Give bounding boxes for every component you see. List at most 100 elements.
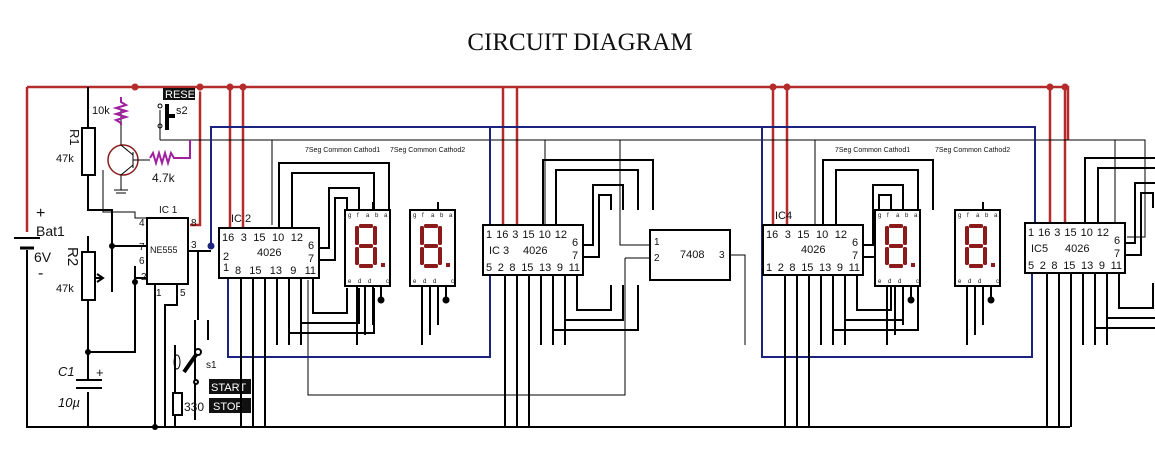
segment-pin-label: d — [898, 279, 901, 285]
segment — [983, 226, 987, 245]
segment-pin-label: g — [413, 213, 416, 219]
ic-name: IC 3 — [489, 245, 509, 257]
segment — [969, 244, 983, 248]
s2-label: s2 — [176, 105, 188, 117]
pin-label: 13 — [819, 262, 831, 274]
pin-label: 6 — [308, 240, 314, 252]
pin-label: 6 — [852, 237, 858, 249]
start-button[interactable]: START — [209, 379, 251, 394]
ic1-ne555: IC 1 NE555 4 7 6 2 8 3 1 5 — [139, 205, 197, 299]
ic-part: 4026 — [801, 244, 825, 256]
pin-label: 16 — [1038, 227, 1050, 239]
segment-pin-label: c — [996, 279, 999, 285]
pin-label: 15 — [797, 229, 809, 241]
r2-label: R2 — [64, 247, 81, 266]
segment — [903, 247, 907, 265]
battery-name: Bat1 — [36, 223, 65, 239]
segment — [355, 226, 359, 245]
segment-pin-label: b — [985, 213, 989, 219]
segment — [983, 247, 987, 265]
ic-part: 4026 — [523, 245, 547, 257]
gate-out: 3 — [719, 250, 725, 261]
pin-label: 2 — [778, 262, 784, 274]
segment — [424, 264, 438, 268]
resistor-4k7 — [149, 140, 191, 167]
pin-label: 1 — [486, 229, 492, 241]
segment — [420, 247, 424, 265]
pin-label: 15 — [253, 232, 265, 244]
svg-text:4: 4 — [139, 218, 145, 229]
pin-label: 2 — [1040, 260, 1046, 272]
segment — [969, 224, 983, 228]
segment — [438, 247, 442, 265]
transistor — [107, 110, 150, 194]
segment — [438, 226, 442, 245]
segment — [359, 224, 373, 228]
segment-pin-label: b — [905, 213, 909, 219]
capacitor-c1: + C1 10µ — [58, 364, 104, 410]
segment — [359, 264, 373, 268]
ic-name: IC4 — [775, 210, 792, 222]
resistor-330 — [172, 392, 183, 416]
pin-label: 1 — [766, 262, 772, 274]
pin-label: 15 — [801, 262, 813, 274]
segment-pin-label: a — [914, 213, 918, 219]
svg-text:STOP: STOP — [213, 401, 243, 413]
start-stop-switch-s1[interactable]: s1 — [182, 348, 217, 385]
stop-button[interactable]: STOP — [209, 398, 251, 413]
capacitor-plus: + — [96, 365, 104, 380]
ic-name: IC 2 — [231, 213, 251, 225]
pin-label: 3 — [241, 232, 247, 244]
gate-part: 7408 — [680, 249, 704, 261]
segment-pin-label: d — [978, 279, 981, 285]
segment-pin-label: c — [916, 279, 919, 285]
battery-plus: + — [36, 205, 45, 222]
pin-label: 11 — [305, 265, 316, 277]
pin-label: 8 — [509, 262, 515, 274]
pin-label: 6 — [1114, 235, 1120, 247]
pin-label: 3 — [1054, 227, 1060, 239]
segment-pin-label: a — [896, 213, 900, 219]
pin-label: 8 — [235, 265, 241, 277]
potentiometer-r2 — [81, 251, 96, 301]
pin-label: 15 — [522, 229, 534, 241]
svg-text:1: 1 — [156, 288, 162, 299]
segment-pin-label: e — [413, 279, 417, 285]
gate-in2: 2 — [654, 253, 660, 264]
pin-label: 9 — [557, 262, 563, 274]
r2-value: 47k — [56, 283, 74, 295]
battery-voltage: 6V — [34, 249, 52, 265]
pin-label: 3 — [785, 229, 791, 241]
segment-pin-label: e — [878, 279, 882, 285]
display-label: 7Seg Common Cathod2 — [390, 147, 465, 154]
segment-pin-label: d — [433, 279, 436, 285]
segment-pin-label: e — [958, 279, 962, 285]
segment-pin-label: a — [449, 213, 453, 219]
segment — [355, 247, 359, 265]
segment-pin-label: d — [358, 279, 361, 285]
pin-label: 10 — [272, 232, 284, 244]
pin-label: 9 — [290, 265, 296, 277]
and-gate-7408: 7408 1 2 3 — [649, 229, 731, 281]
segment — [903, 226, 907, 245]
pin-label: 7 — [572, 250, 578, 262]
segment — [373, 247, 377, 265]
pin-label: 13 — [270, 265, 282, 277]
pin-label: 9 — [837, 262, 843, 274]
segment — [373, 226, 377, 245]
pin-label: 15 — [1063, 260, 1075, 272]
svg-text:5: 5 — [180, 288, 186, 299]
pin-label: 2 — [498, 262, 504, 274]
pin-label: 1 — [1028, 227, 1034, 239]
ic-part: 4026 — [1065, 243, 1089, 255]
segment-pin-label: b — [375, 213, 379, 219]
pin-label: 12 — [835, 229, 847, 241]
ground-rail — [26, 250, 1070, 428]
reset-switch-s2[interactable]: RESET s2 — [157, 88, 202, 130]
segment-pin-label: f — [967, 213, 969, 219]
